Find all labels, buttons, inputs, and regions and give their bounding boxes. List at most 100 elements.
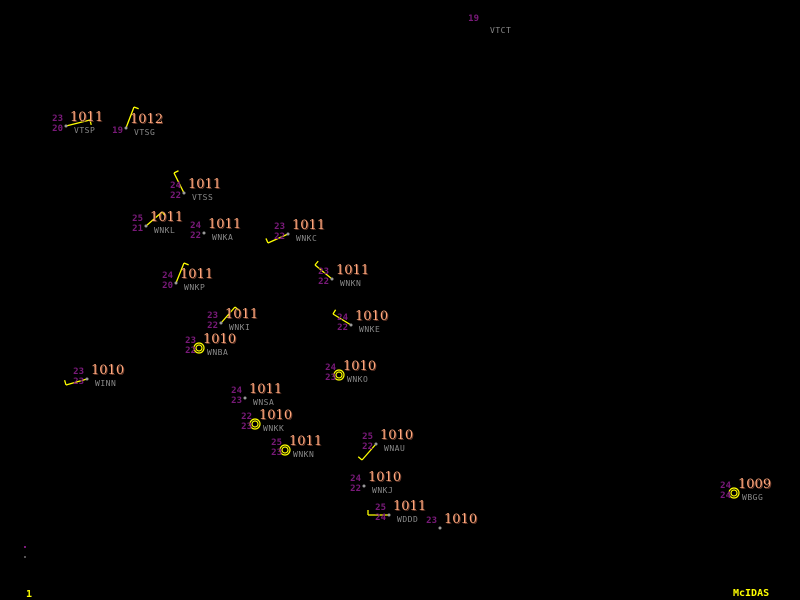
station-temperature: 25 <box>271 438 282 448</box>
station-pressure: 1010 <box>259 408 293 423</box>
station-dewpoint: 23 <box>325 373 336 383</box>
station-dot-icon <box>144 224 148 228</box>
station-pressure: 1011 <box>249 382 283 397</box>
station-id: WNKP <box>184 283 206 292</box>
wind-barb-flag <box>173 170 179 174</box>
station-dot-icon <box>330 277 334 281</box>
wind-barb <box>173 172 185 194</box>
station-dot-icon <box>387 513 391 517</box>
marker-dot <box>24 546 26 548</box>
station-temperature: 24 <box>190 221 201 231</box>
station-temperature: 25 <box>362 432 373 442</box>
wind-barb <box>145 211 163 227</box>
station-id: WNSA <box>253 398 275 407</box>
station-dewpoint: 22 <box>190 231 201 241</box>
station-dewpoint: 24 <box>720 491 731 501</box>
station-temperature: 24 <box>170 181 181 191</box>
station-dot-icon <box>182 191 186 195</box>
station-dot-icon <box>362 484 366 488</box>
mcidas-logo-text: McIDAS <box>733 588 770 599</box>
station-temperature: 23 <box>207 311 218 321</box>
station-dot-icon <box>174 281 178 285</box>
station-id: WBGG <box>742 493 764 502</box>
station-pressure: 1012 <box>130 112 164 127</box>
wind-barb <box>361 443 377 461</box>
sky-cover-circle-icon <box>728 487 740 499</box>
station-temperature: 24 <box>337 313 348 323</box>
wind-barb <box>314 264 333 280</box>
station-pressure: 1011 <box>289 434 323 449</box>
station-pressure: 1010 <box>444 512 478 527</box>
station-dewpoint: 19 <box>112 126 123 136</box>
station-dewpoint: 22 <box>170 191 181 201</box>
station-temperature: 23 <box>426 516 437 526</box>
station-pressure: 1010 <box>343 359 377 374</box>
station-dewpoint: 23 <box>231 396 242 406</box>
station-id: WNKO <box>347 375 369 384</box>
wind-barb-flag <box>64 380 67 386</box>
station-pressure: 1011 <box>180 267 214 282</box>
station-dewpoint: 22 <box>362 442 373 452</box>
station-pressure: 1011 <box>208 217 242 232</box>
wind-barb <box>332 313 352 326</box>
station-dewpoint: 24 <box>375 513 386 523</box>
station-temperature: 24 <box>325 363 336 373</box>
station-dot-icon <box>286 232 290 236</box>
station-pressure: 1010 <box>380 428 414 443</box>
wind-barb-flag <box>265 238 269 244</box>
sky-cover-circle-icon <box>335 371 343 379</box>
station-pressure: 1011 <box>225 307 259 322</box>
station-dewpoint: 22 <box>207 321 218 331</box>
station-dewpoint: 23 <box>73 377 84 387</box>
station-dewpoint: 22 <box>318 277 329 287</box>
station-temperature: 23 <box>185 336 196 346</box>
station-temperature: 25 <box>132 214 143 224</box>
wind-barb-flag <box>314 260 319 266</box>
station-dewpoint: 23 <box>241 422 252 432</box>
station-id: VTCT <box>490 26 512 35</box>
station-dewpoint: 22 <box>337 323 348 333</box>
sky-cover-circle-icon <box>281 446 289 454</box>
wind-barb-flag <box>133 106 139 110</box>
station-temperature: 24 <box>231 386 242 396</box>
station-dewpoint: 20 <box>162 281 173 291</box>
station-id: WNBA <box>207 348 229 357</box>
station-dot-icon <box>124 126 128 130</box>
station-dot-icon <box>349 323 353 327</box>
wind-barb-flag <box>357 456 363 461</box>
wind-barb <box>267 233 289 244</box>
station-pressure: 1011 <box>336 263 370 278</box>
wind-barb <box>220 306 236 324</box>
wind-barb-flag <box>89 119 92 126</box>
station-temperature: 24 <box>162 271 173 281</box>
station-id: VTSS <box>192 193 214 202</box>
station-dewpoint: 22 <box>185 346 196 356</box>
station-temperature: 25 <box>375 503 386 513</box>
station-temperature: 23 <box>318 267 329 277</box>
station-pressure: 1010 <box>368 470 402 485</box>
marker-dot <box>24 556 26 558</box>
station-temperature: 24 <box>720 481 731 491</box>
station-pressure: 1011 <box>70 110 104 125</box>
station-pressure: 1011 <box>393 499 427 514</box>
wind-barb-flag <box>183 262 189 266</box>
station-temperature: 24 <box>350 474 361 484</box>
station-id: WNKN <box>340 279 362 288</box>
station-dot-icon <box>374 442 378 446</box>
sky-cover-circle-icon <box>193 342 205 354</box>
station-id: WINN <box>95 379 117 388</box>
station-temperature: 19 <box>468 14 479 24</box>
station-id: WNKC <box>296 234 318 243</box>
station-dewpoint: 22 <box>350 484 361 494</box>
wind-barb-flag <box>161 211 166 217</box>
station-temperature: 23 <box>274 222 285 232</box>
sky-cover-circle-icon <box>195 344 203 352</box>
station-id: VTSP <box>74 126 96 135</box>
wind-barb <box>65 378 88 386</box>
station-dewpoint: 21 <box>132 224 143 234</box>
station-temperature: 23 <box>73 367 84 377</box>
station-pressure: 1010 <box>91 363 125 378</box>
sky-cover-circle-icon <box>279 444 291 456</box>
